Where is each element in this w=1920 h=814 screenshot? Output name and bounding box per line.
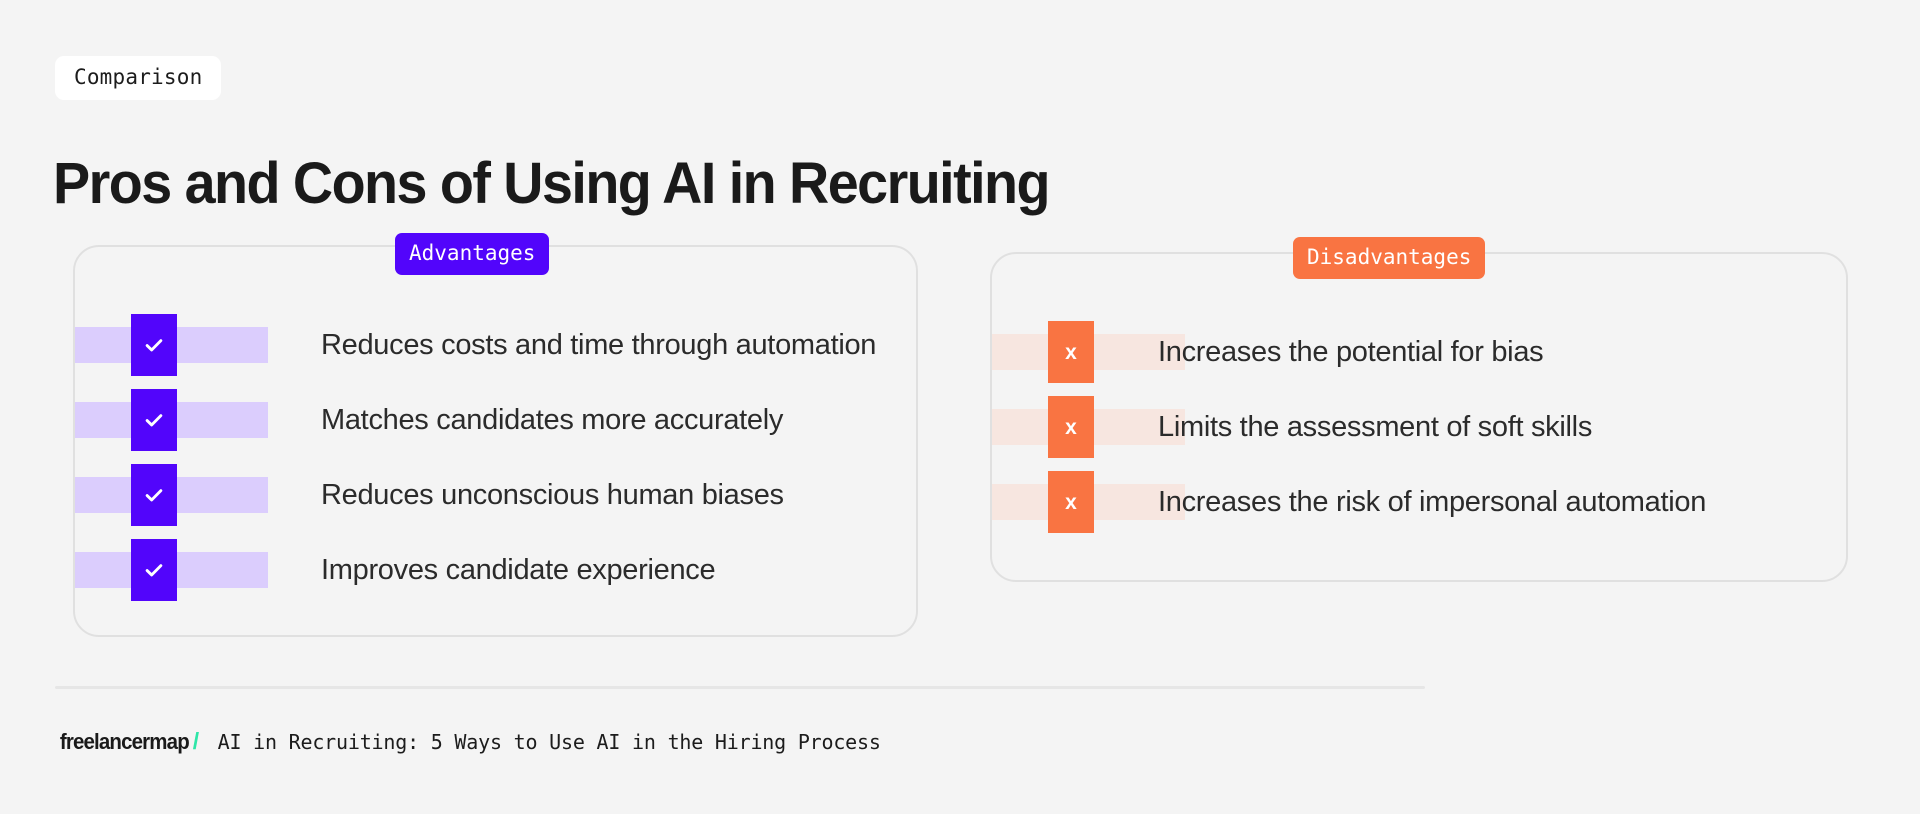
footer: freelancermap / AI in Recruiting: 5 Ways… — [55, 728, 881, 755]
list-item-label: Limits the assessment of soft skills — [1158, 411, 1593, 444]
brand-logo: freelancermap — [59, 729, 190, 754]
list-item-label: Reduces unconscious human biases — [321, 479, 784, 512]
list-item: Reduces costs and time through automatio… — [73, 308, 918, 383]
check-glyph — [143, 409, 165, 431]
list-item: x Limits the assessment of soft skills — [990, 390, 1848, 465]
list-item-label: Reduces costs and time through automatio… — [321, 329, 877, 362]
check-icon — [131, 539, 177, 601]
cross-glyph: x — [1065, 340, 1077, 364]
advantages-list: Reduces costs and time through automatio… — [73, 308, 918, 608]
cross-icon: x — [1048, 321, 1094, 383]
cross-glyph: x — [1065, 490, 1077, 514]
advantages-badge: Advantages — [395, 233, 550, 275]
list-item-label: Matches candidates more accurately — [321, 404, 784, 437]
list-item: Matches candidates more accurately — [73, 383, 918, 458]
list-item: Reduces unconscious human biases — [73, 458, 918, 533]
disadvantages-badge: Disadvantages — [1293, 237, 1486, 279]
check-icon — [131, 389, 177, 451]
eyebrow-badge: Comparison — [55, 56, 222, 100]
list-item: x Increases the potential for bias — [990, 315, 1848, 390]
list-item-label: Increases the potential for bias — [1158, 336, 1544, 369]
list-item-label: Improves candidate experience — [321, 554, 716, 587]
page-title: Pros and Cons of Using AI in Recruiting — [53, 150, 1051, 216]
list-item: x Increases the risk of impersonal autom… — [990, 465, 1848, 540]
list-item-label: Increases the risk of impersonal automat… — [1158, 486, 1707, 519]
footer-caption: AI in Recruiting: 5 Ways to Use AI in th… — [217, 730, 881, 754]
check-glyph — [143, 484, 165, 506]
check-glyph — [143, 559, 165, 581]
footer-divider — [55, 686, 1425, 689]
brand-slash-icon: / — [192, 728, 199, 754]
disadvantages-list: x Increases the potential for bias x Lim… — [990, 315, 1848, 540]
check-icon — [131, 314, 177, 376]
check-glyph — [143, 334, 165, 356]
check-icon — [131, 464, 177, 526]
cross-glyph: x — [1065, 415, 1077, 439]
cross-icon: x — [1048, 471, 1094, 533]
list-item: Improves candidate experience — [73, 533, 918, 608]
cross-icon: x — [1048, 396, 1094, 458]
